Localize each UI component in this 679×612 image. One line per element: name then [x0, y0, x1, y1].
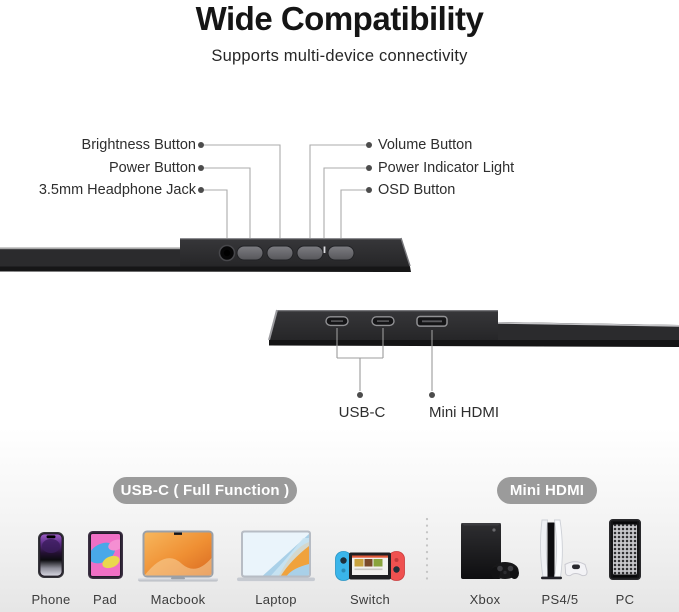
tablet-icon [88, 531, 123, 579]
usb-c-group-badge: USB-C ( Full Function ) [113, 477, 297, 504]
osd-button [327, 245, 355, 261]
phone-icon [38, 532, 64, 578]
edge-buttons [236, 245, 355, 261]
device-label-xbox: Xbox [469, 592, 501, 607]
device-label-pad: Pad [92, 592, 118, 607]
volume-button [296, 245, 324, 261]
page-subtitle: Supports multi-device connectivity [211, 47, 468, 65]
port-leader-lines [336, 328, 433, 391]
usb-c-port-1 [325, 316, 349, 327]
callout-usb-c: USB-C [338, 404, 386, 421]
device-label-pc: PC [615, 592, 635, 607]
device-label-laptop: Laptop [255, 592, 297, 607]
monitor-bottom-edge-image [268, 309, 679, 347]
device-label-phone: Phone [31, 592, 71, 607]
xbox-icon [461, 523, 519, 579]
device-label-macbook: Macbook [150, 592, 206, 607]
callout-volume-button: Volume Button [378, 137, 473, 153]
device-label-ps45: PS4/5 [541, 592, 579, 607]
playstation-icon [540, 519, 588, 580]
callout-headphone-jack: 3.5mm Headphone Jack [38, 182, 196, 198]
callout-osd-button: OSD Button [378, 182, 456, 198]
callout-power-button: Power Button [108, 160, 196, 176]
mini-hdmi-group-badge: Mini HDMI [497, 477, 597, 504]
power-button [236, 245, 264, 261]
callout-brightness-button: Brightness Button [81, 137, 196, 153]
monitor-top-edge-image [0, 237, 411, 272]
mini-hdmi-port [416, 315, 448, 327]
callout-dots [198, 142, 372, 193]
device-label-switch: Switch [349, 592, 391, 607]
macbook-icon [138, 530, 218, 582]
usb-c-port-2 [371, 316, 395, 327]
laptop-icon [237, 530, 315, 582]
power-indicator-light [323, 246, 326, 253]
page-title: Wide Compatibility [195, 0, 484, 37]
nintendo-switch-icon [335, 551, 405, 581]
callout-mini-hdmi: Mini HDMI [429, 404, 499, 421]
brightness-button [266, 245, 294, 261]
callout-leader-lines [204, 144, 366, 247]
bottom-section-background [0, 428, 679, 612]
pc-tower-icon [609, 519, 641, 580]
port-callout-dots [357, 392, 435, 398]
callout-power-indicator-light: Power Indicator Light [378, 160, 515, 176]
